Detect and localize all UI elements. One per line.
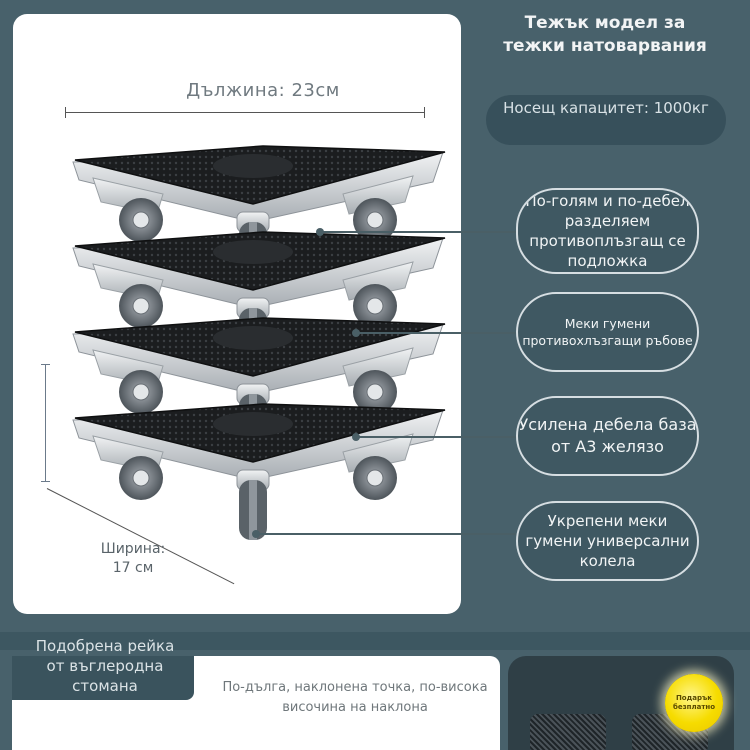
grip-pad-image <box>530 714 606 750</box>
length-label: Дължина: 23см <box>186 80 340 101</box>
pointer-line <box>352 433 516 441</box>
pointer-line <box>316 228 516 236</box>
dolly-stack-image <box>72 145 446 541</box>
feature-pill: По-голям и по-дебел разделяем противоплъ… <box>516 188 699 274</box>
feature-pill: Укрепени меки гумени универсални колела <box>516 501 699 581</box>
width-label: Ширина: 17 см <box>100 541 166 576</box>
section-divider <box>0 632 750 650</box>
gift-badge: Подарък безплатно <box>665 674 723 732</box>
height-dimension-line <box>41 364 50 482</box>
feature-pill: Усилена дебела база от A3 желязо <box>516 396 699 476</box>
capacity-pill: Носещ капацитет: 1000кг <box>486 95 726 145</box>
bottom-tag-text: Подобрена рейка от въглеродна стомана <box>35 637 175 695</box>
bottom-tag-background <box>12 656 194 700</box>
feature-pill: Меки гумени противохлъзгащи ръбове <box>516 292 699 372</box>
pointer-line <box>252 530 516 538</box>
pointer-line <box>352 329 516 337</box>
product-image-card: Дължина: 23см Ширина: 17 см <box>13 14 461 614</box>
bottom-description: По-дълга, наклонена точка, по-висока вис… <box>222 680 488 715</box>
length-dimension-line <box>65 107 425 118</box>
heading-heavy-duty: Тежък модел за тежки натоварвания <box>503 13 707 56</box>
